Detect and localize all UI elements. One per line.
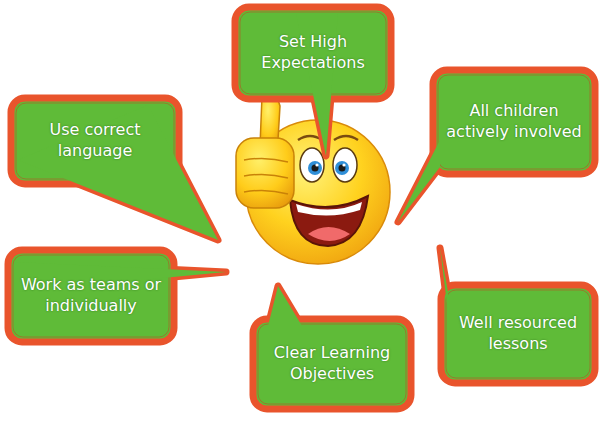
speech-bubble: Well resourced lessons (438, 282, 598, 386)
speech-bubble: Clear Learning Objectives (250, 316, 414, 412)
bubble-text: Well resourced lessons (452, 313, 584, 355)
speech-bubble: All children actively involved (430, 67, 598, 177)
bubble-text: Clear Learning Objectives (264, 343, 400, 385)
speech-bubble: Work as teams or individually (5, 247, 177, 345)
bubble-text: Use correct language (22, 120, 168, 162)
speech-bubble: Set High Expectations (232, 4, 394, 102)
thumbs-up-hand (236, 94, 294, 208)
bubble-text: Set High Expectations (246, 32, 380, 74)
bubble-text: All children actively involved (444, 101, 584, 143)
bubble-text: Work as teams or individually (19, 275, 163, 317)
speech-bubble: Use correct language (8, 95, 182, 187)
